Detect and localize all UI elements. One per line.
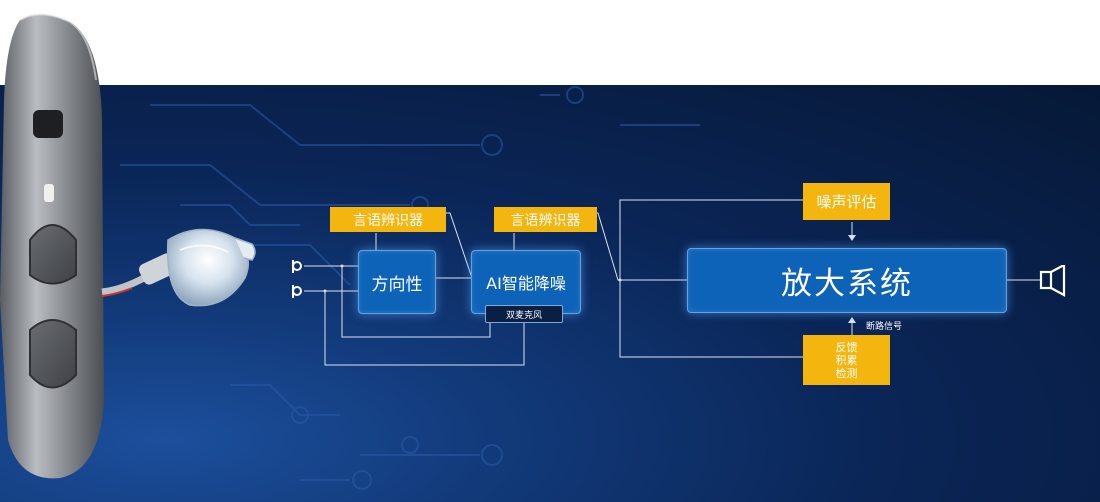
loop-signal-label: 断路信号 — [866, 322, 903, 332]
noise-assessment-box: 噪声评估 — [803, 183, 890, 220]
microphone-icon — [292, 260, 302, 273]
flow-diagram — [304, 199, 1040, 366]
speaker-icon — [1039, 265, 1066, 297]
circuit-background — [120, 86, 700, 490]
feedback-line-1: 反馈 — [835, 340, 858, 354]
feedback-line-2: 积累 — [835, 353, 858, 367]
feedback-line-3: 检测 — [835, 366, 858, 380]
hearing-aid-device-image — [0, 13, 256, 479]
microphone-icon — [292, 285, 302, 298]
feedback-detection-box: 反馈 积累 检测 — [803, 335, 890, 385]
ai-noise-reduction-box: AI智能降噪 — [471, 250, 581, 314]
speech-recognizer-box: 言语辨识器 — [494, 207, 597, 232]
dual-mic-tag: 双麦克风 — [485, 305, 563, 323]
directionality-box: 方向性 — [358, 250, 436, 314]
speech-recognizer-box: 言语辨识器 — [330, 207, 446, 232]
amplification-system-box: 放大系统 — [687, 248, 1007, 313]
